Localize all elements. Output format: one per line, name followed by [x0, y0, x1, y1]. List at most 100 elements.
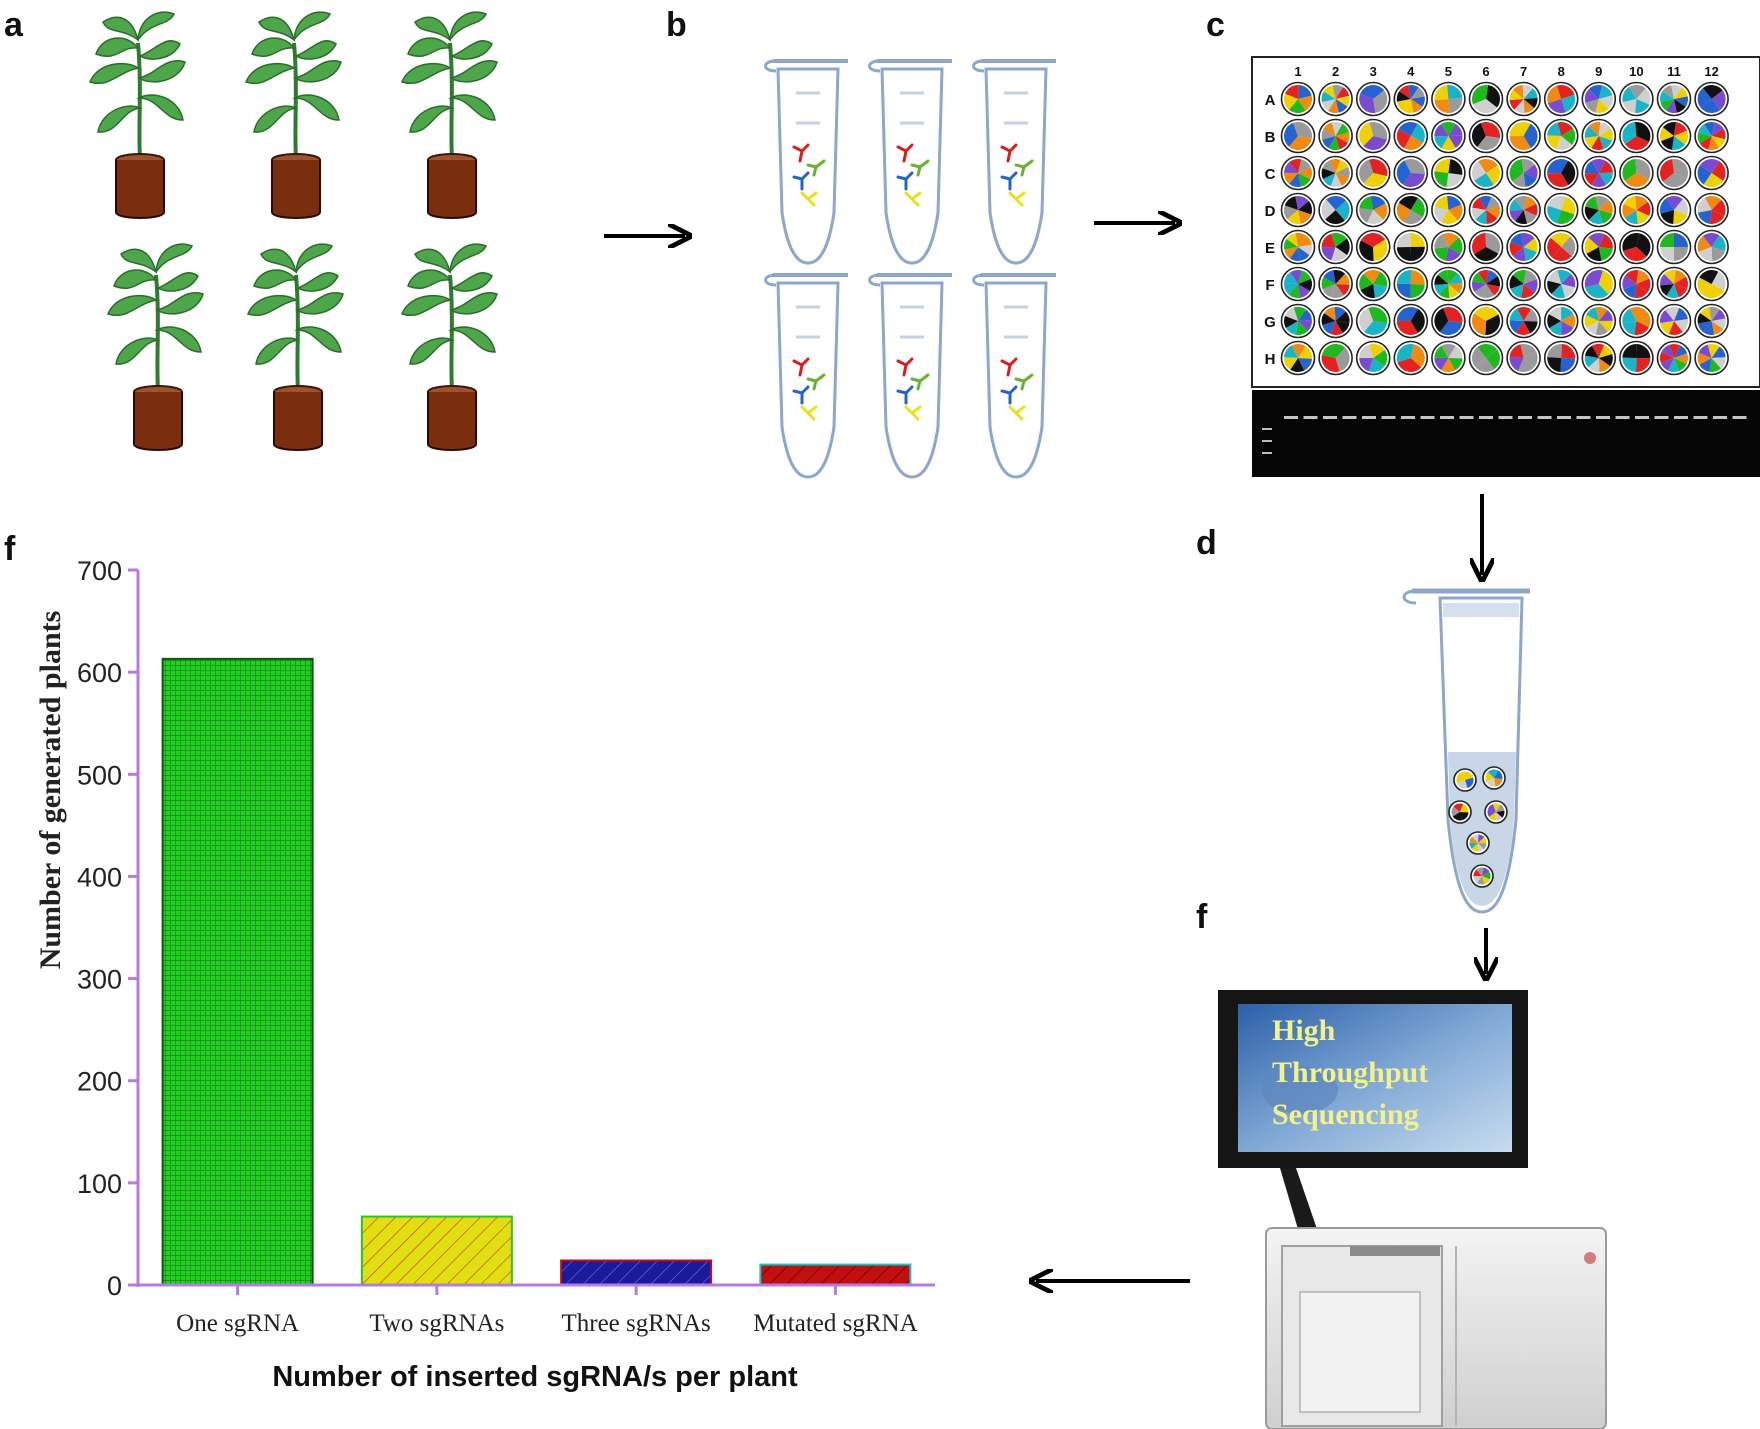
gel-band [1596, 416, 1610, 419]
plate-well [1468, 118, 1504, 154]
plate-well [1280, 340, 1316, 376]
bar-one-sgrna [161, 657, 314, 1286]
plate-well [1393, 303, 1429, 339]
plate-well [1619, 118, 1654, 154]
plate-well [1355, 266, 1391, 302]
tube-3 [971, 59, 1058, 265]
plate-well [1280, 81, 1316, 117]
plate-col-label: 12 [1704, 64, 1718, 79]
plate-well [1431, 192, 1466, 228]
screen-text-1: High [1272, 1014, 1336, 1047]
gel-image [1252, 390, 1760, 477]
plate-well [1393, 340, 1429, 376]
plate-well [1468, 81, 1504, 117]
y-tick-label: 400 [77, 862, 122, 892]
plate-well [1318, 303, 1353, 339]
x-tick-label: Mutated sgRNA [753, 1310, 918, 1337]
gel-band [1362, 416, 1376, 419]
tube-5 [867, 273, 954, 479]
gel-band [1557, 416, 1571, 419]
tube-6 [971, 273, 1058, 479]
plate-well [1280, 229, 1316, 265]
panel-label-b: b [666, 6, 687, 44]
gel-band [1674, 416, 1688, 419]
tube-2 [867, 59, 954, 265]
panel-label-f: f [4, 530, 16, 568]
plate-well [1468, 266, 1504, 302]
pooled-well [1484, 800, 1508, 824]
plate-well [1468, 155, 1504, 191]
plate-well [1318, 266, 1353, 302]
gel-band [1381, 416, 1396, 419]
gel-band [1323, 416, 1337, 419]
gel-band [1693, 416, 1708, 419]
plate-well [1581, 303, 1617, 339]
plate-well [1694, 340, 1729, 376]
gel-band [1303, 416, 1318, 419]
plate-well [1506, 266, 1541, 302]
gel-band [1440, 416, 1454, 419]
plate-well [1581, 81, 1617, 117]
plate-well [1543, 303, 1579, 339]
plate-well [1393, 192, 1429, 228]
gel-band [1576, 416, 1591, 419]
plate-well [1468, 340, 1504, 376]
plate-well [1468, 229, 1504, 265]
plate-well [1355, 81, 1391, 117]
plate-well [1393, 118, 1429, 154]
plate-well [1656, 340, 1692, 376]
plate-well [1355, 303, 1391, 339]
plate-well [1318, 155, 1353, 191]
plate-col-label: 8 [1558, 64, 1565, 79]
plate-well [1694, 118, 1729, 154]
plate-well [1468, 303, 1504, 339]
plate-well [1581, 192, 1617, 228]
tube-4 [763, 273, 850, 479]
plate-well [1619, 192, 1654, 228]
plate-well [1431, 81, 1466, 117]
gel-ladder-band [1262, 440, 1272, 442]
gel-band [1732, 416, 1747, 419]
plate-well [1619, 229, 1654, 265]
plate-well [1619, 340, 1654, 376]
plant-1 [88, 10, 187, 220]
gel-band [1654, 416, 1669, 419]
plate-row-label: E [1265, 240, 1275, 257]
y-tick-label: 600 [77, 658, 122, 688]
plate-col-label: 4 [1407, 64, 1415, 79]
plate-well [1543, 155, 1579, 191]
gel-band [1420, 416, 1435, 419]
y-tick-label: 100 [77, 1169, 122, 1199]
y-tick-label: 500 [77, 760, 122, 790]
plate-well [1280, 303, 1316, 339]
plate-col-label: 7 [1520, 64, 1527, 79]
plate-well [1506, 155, 1541, 191]
tube-1 [763, 59, 850, 265]
plate-well [1431, 340, 1466, 376]
plate-row-label: D [1265, 203, 1276, 220]
plate-well [1506, 81, 1541, 117]
plate-well [1280, 266, 1316, 302]
gel-band [1518, 416, 1532, 419]
plate-well [1506, 192, 1541, 228]
plate-col-label: 9 [1595, 64, 1602, 79]
plate-well [1656, 81, 1692, 117]
plate-well [1393, 81, 1429, 117]
plant-2 [244, 10, 343, 220]
plate-well [1355, 118, 1391, 154]
gel-band [1635, 416, 1649, 419]
plate-col-label: 11 [1667, 64, 1681, 79]
x-axis-title: Number of inserted sgRNA/s per plant [272, 1361, 798, 1393]
plate-row-label: A [1265, 92, 1276, 109]
plants-panel [88, 10, 499, 452]
plate-well [1280, 155, 1316, 191]
plate-col-label: 5 [1445, 64, 1452, 79]
tubes-panel [763, 59, 1058, 479]
plate-well [1506, 118, 1541, 154]
plant-4 [106, 242, 205, 452]
gel-band [1459, 416, 1474, 419]
plate-well [1393, 266, 1429, 302]
plate-well [1355, 340, 1391, 376]
